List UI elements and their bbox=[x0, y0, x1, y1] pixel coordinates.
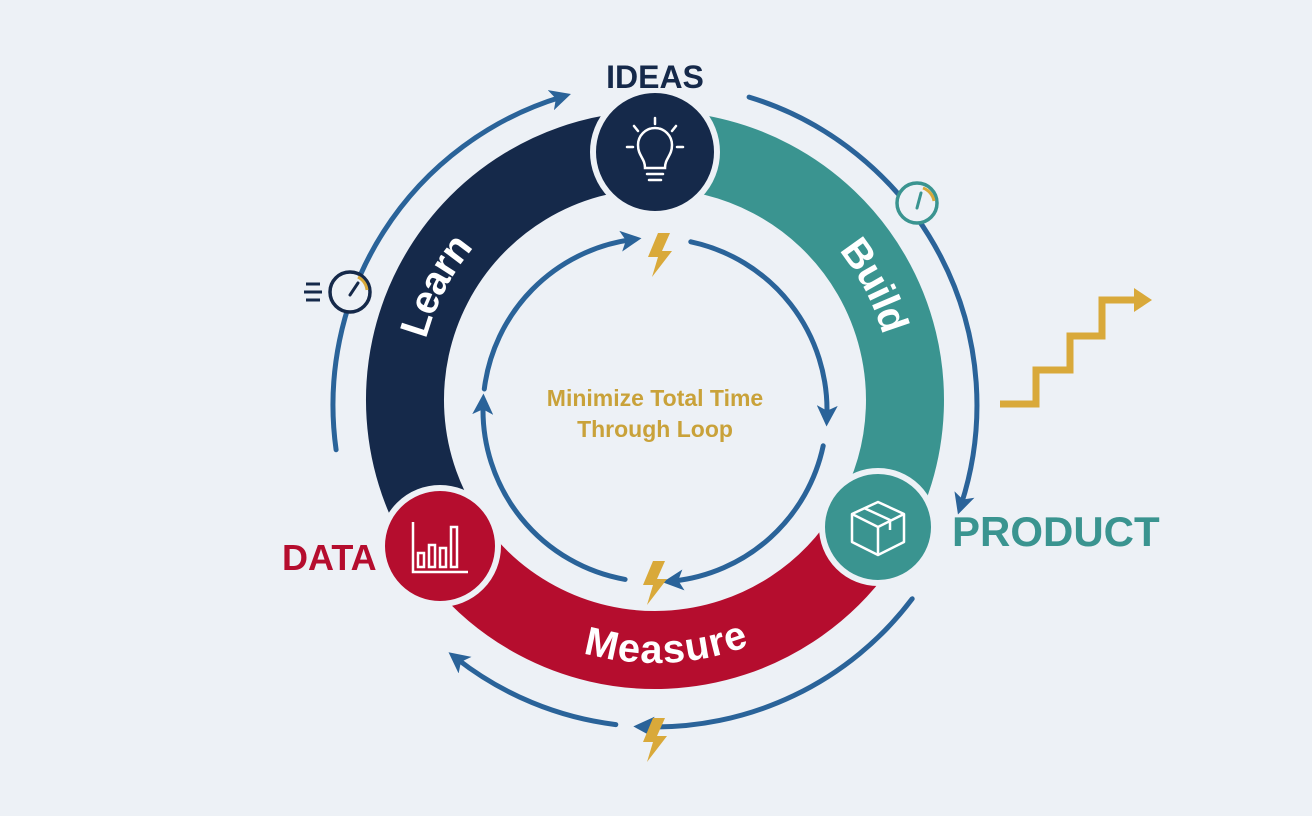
staircase-arrow-icon bbox=[1000, 288, 1152, 408]
lightning-icon bbox=[643, 561, 667, 605]
bar-chart-icon bbox=[411, 522, 468, 574]
ideas-node bbox=[590, 87, 720, 217]
lightning-icon bbox=[643, 718, 667, 762]
center-text-line2: Through Loop bbox=[577, 416, 733, 442]
inner-cycle-arrows bbox=[472, 230, 838, 591]
cycle-arrow bbox=[688, 239, 838, 427]
center-text-line1: Minimize Total Time bbox=[547, 385, 763, 411]
cycle-arrow bbox=[633, 596, 915, 738]
cycle-arrow bbox=[746, 94, 980, 515]
learn-stage-band bbox=[366, 111, 656, 566]
ideas-label: IDEAS bbox=[606, 59, 704, 95]
cycle-arrow bbox=[330, 90, 571, 453]
speedometer-icon bbox=[304, 270, 372, 314]
box-icon bbox=[850, 500, 906, 557]
cycle-arrow bbox=[448, 652, 619, 728]
lightning-icon bbox=[648, 233, 672, 277]
product-label: PRODUCT bbox=[952, 508, 1160, 555]
data-label: DATA bbox=[282, 537, 377, 578]
outer-cycle-arrows bbox=[330, 90, 980, 738]
product-node bbox=[819, 468, 937, 586]
measure-stage-band bbox=[418, 505, 906, 689]
lightbulb-icon bbox=[625, 116, 685, 182]
data-node bbox=[379, 485, 501, 607]
cycle-arrow bbox=[662, 443, 826, 591]
speedometer-icon bbox=[895, 181, 939, 225]
cycle-arrow bbox=[481, 230, 642, 392]
cycle-arrow bbox=[472, 393, 628, 582]
build-stage-band bbox=[654, 111, 944, 545]
